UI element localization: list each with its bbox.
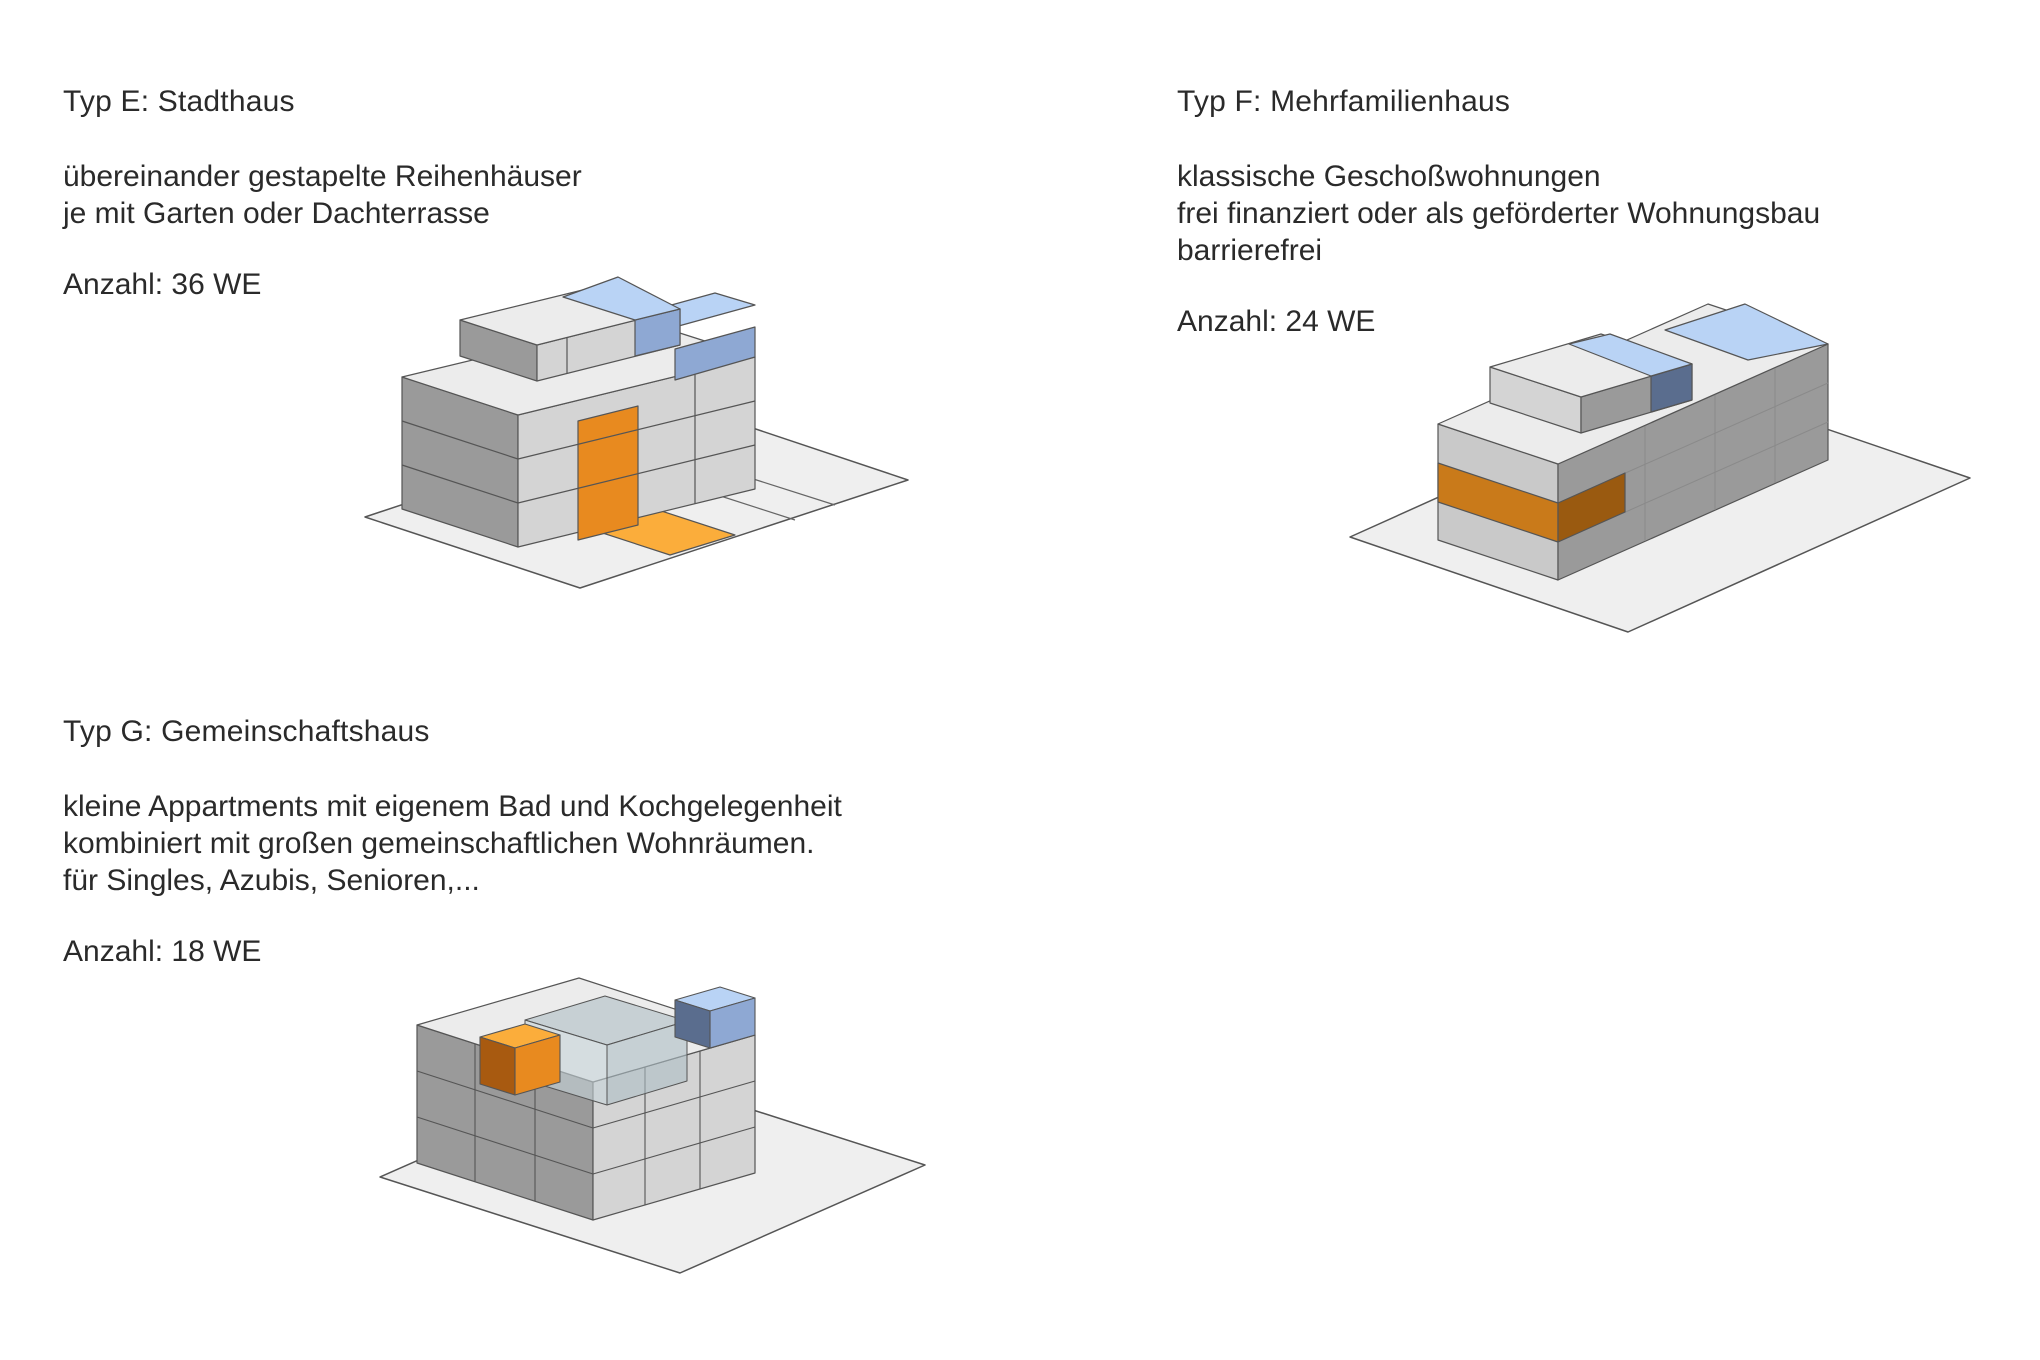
type-f-upper-blue-top <box>1568 333 1693 377</box>
type-g-atrium-glass-wall <box>606 1020 688 1106</box>
type-g-unit-orange-front <box>514 1034 561 1096</box>
type-g-desc-line-1: kleine Appartments mit eigenem Bad und K… <box>63 790 842 823</box>
type-e-floor-line <box>401 420 519 460</box>
type-g-isometric-diagram <box>379 977 926 1274</box>
type-f-desc-line-1: klassische Geschoßwohnungen <box>1177 160 1601 193</box>
type-e-floor-line <box>401 464 519 504</box>
type-f-count: Anzahl: 24 WE <box>1177 305 1376 338</box>
type-e-upper-blue-top <box>562 276 681 321</box>
type-e-isometric-diagram <box>364 276 909 589</box>
type-e-unit-blue-side <box>674 326 756 381</box>
type-f-title: Typ F: Mehrfamilienhaus <box>1177 85 1511 118</box>
type-e-title: Typ E: Stadthaus <box>63 85 295 118</box>
type-e-desc-line-1: übereinander gestapelte Reihenhäuser <box>63 160 582 193</box>
type-f-desc-line-2: frei finanziert oder als geförderter Woh… <box>1177 197 1821 230</box>
type-e-block: Typ E: Stadthaus übereinander gestapelte… <box>63 82 582 303</box>
type-g-unit-blue-side <box>674 999 711 1049</box>
type-f-unit-orange-front <box>1557 472 1626 543</box>
type-f-block: Typ F: Mehrfamilienhaus klassische Gesch… <box>1177 82 1820 340</box>
type-f-desc-line-3: barrierefrei <box>1177 234 1323 267</box>
type-g-description: kleine Appartments mit eigenem Bad und K… <box>63 788 842 899</box>
type-g-desc-line-3: für Singles, Azubis, Senioren,... <box>63 864 480 897</box>
type-f-isometric-diagram <box>1349 303 1971 633</box>
type-e-count: Anzahl: 36 WE <box>63 268 262 301</box>
type-g-desc-line-2: kombiniert mit großen gemeinschaftlichen… <box>63 827 815 860</box>
type-e-floor-line <box>517 444 756 504</box>
type-e-description: übereinander gestapelte Reihenhäuser je … <box>63 158 582 232</box>
type-g-block: Typ G: Gemeinschaftshaus kleine Appartme… <box>63 712 842 970</box>
type-g-grid-line <box>416 1116 594 1175</box>
type-e-desc-line-2: je mit Garten oder Dachterrasse <box>63 197 490 230</box>
type-f-roof-blue <box>1664 303 1829 361</box>
type-g-grid-line <box>416 1070 594 1129</box>
type-g-title: Typ G: Gemeinschaftshaus <box>63 715 430 748</box>
type-f-description: klassische Geschoßwohnungen frei finanzi… <box>1177 158 1820 269</box>
type-g-count: Anzahl: 18 WE <box>63 935 262 968</box>
type-g-grid-line <box>592 1080 756 1129</box>
type-g-grid-line <box>592 1126 756 1175</box>
type-e-floor-line <box>517 400 756 460</box>
type-e-unit-orange <box>577 405 639 541</box>
